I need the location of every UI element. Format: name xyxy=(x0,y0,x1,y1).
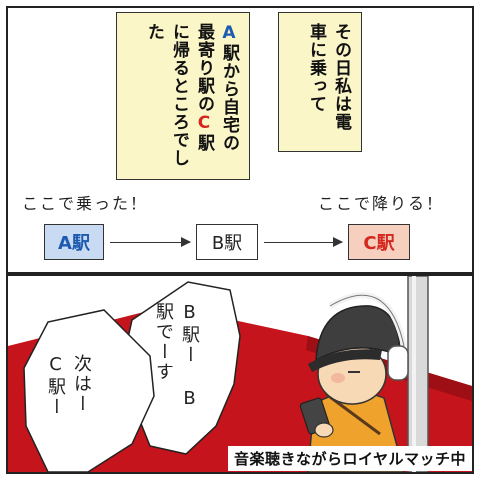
bottom-panel xyxy=(6,274,474,474)
headphones-icon xyxy=(387,345,409,381)
caption-banner: 音楽聴きながらロイヤルマッチ中 xyxy=(227,446,472,471)
arrow-right-icon xyxy=(110,237,191,247)
caption-right: その日私は電車に乗って xyxy=(278,12,362,152)
label-boarded: ここで乗った！ xyxy=(22,194,149,213)
grab-pole xyxy=(407,276,429,472)
cap xyxy=(315,305,401,362)
station-c: C駅 xyxy=(348,224,410,260)
pole-highlight xyxy=(412,276,416,472)
speech-bubble-next xyxy=(23,309,155,472)
arrow-right-icon xyxy=(264,237,343,247)
station-b: B駅 xyxy=(196,224,258,260)
caption-c-letter: C xyxy=(194,113,214,134)
bubble-b-text: B駅ー B駅でーす xyxy=(153,302,200,411)
hand xyxy=(314,422,334,438)
bubble-next-text: 次はー C駅ー xyxy=(45,354,92,417)
caption-c-rest: 駅に帰るところでした xyxy=(144,23,214,167)
caption-a-rest: 駅から自宅の最寄り駅の xyxy=(194,23,239,152)
station-a: A駅 xyxy=(44,224,104,260)
cheek xyxy=(331,373,345,383)
caption-a-letter: A xyxy=(219,23,239,44)
train-interior-illustration xyxy=(8,276,472,472)
label-getoff: ここで降りる！ xyxy=(318,194,445,213)
cap-brim xyxy=(308,349,382,372)
caption-left: A駅から自宅の最寄り駅のC駅に帰るところでした xyxy=(116,12,250,180)
